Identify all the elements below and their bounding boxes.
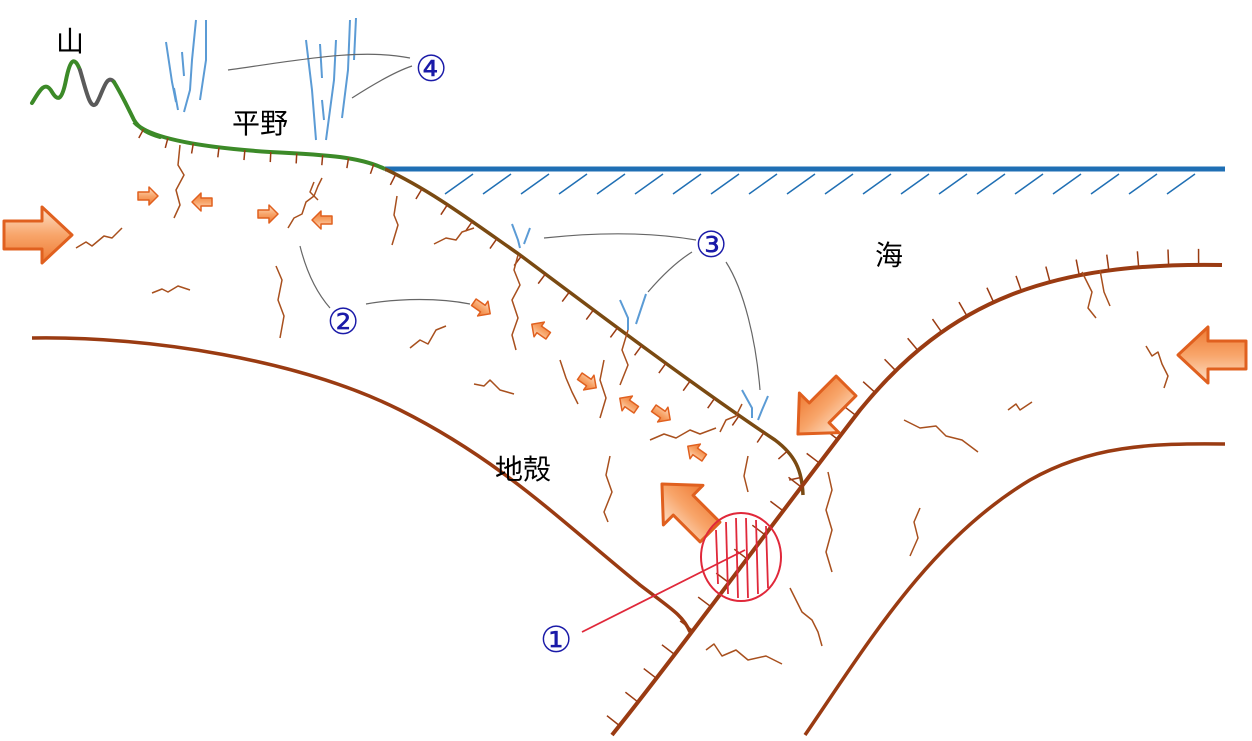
sea-hatch-line <box>597 174 625 194</box>
surface-tick <box>662 645 675 655</box>
sea-hatch-line <box>445 174 473 194</box>
compression-arrows-large <box>4 207 1246 552</box>
surface-tick <box>607 716 620 726</box>
surface-tick <box>708 398 715 408</box>
surface-tick <box>270 152 271 162</box>
surface-tick <box>770 501 783 511</box>
surface-tick <box>625 692 638 702</box>
sea-hatch-line <box>483 174 511 194</box>
sea-hatch-line <box>939 174 967 194</box>
surface-ticks <box>139 129 1199 725</box>
surface-tick <box>932 319 941 332</box>
sea-hatch-line <box>749 174 777 194</box>
surface-tick <box>610 328 617 338</box>
surface-tick <box>1168 250 1169 266</box>
surface-tick <box>659 363 666 373</box>
surface-tick <box>644 669 657 679</box>
surface-tick <box>1046 267 1050 282</box>
label-crust: 地殻 <box>495 448 551 488</box>
sea-hatch-line <box>901 174 929 194</box>
sea-hatch-line <box>1167 174 1195 194</box>
sea-hatch-line <box>673 174 701 194</box>
surface-tick <box>752 525 765 535</box>
sea-hatch-line <box>1015 174 1043 194</box>
surface-tick <box>807 453 820 463</box>
surface-tick <box>562 292 569 302</box>
leader-lines <box>228 54 760 390</box>
surface-tick <box>757 433 764 443</box>
surface-tick <box>778 451 787 459</box>
sea-hatch-line <box>863 174 891 194</box>
sea-hatch-line <box>711 174 739 194</box>
surface-tick <box>296 153 297 163</box>
surface-tick <box>1016 276 1021 291</box>
surface-tick <box>441 205 448 215</box>
surface-tick <box>390 174 395 185</box>
surface-tick <box>698 597 711 607</box>
marker-1: ① <box>540 623 572 659</box>
sea-hatch-line <box>1053 174 1081 194</box>
sea-hatch-line <box>521 174 549 194</box>
surface-tick <box>863 382 875 393</box>
oceanic-plate-lower <box>805 444 1225 735</box>
sea-hatch-line <box>825 174 853 194</box>
oceanic-plate-upper <box>612 265 1222 735</box>
focus-circle <box>701 513 781 601</box>
sea-hatch-line <box>977 174 1005 194</box>
sea-hatch-line <box>787 174 815 194</box>
marker-3: ③ <box>695 228 727 264</box>
sea-surface <box>385 169 1225 194</box>
surface-tick <box>1137 251 1138 267</box>
surface-tick <box>490 239 497 249</box>
surface-tick <box>586 310 593 320</box>
marker-4: ④ <box>415 52 447 88</box>
surface-tick <box>322 155 323 165</box>
surface-tick <box>908 338 918 350</box>
sea-hatch-line <box>559 174 587 194</box>
sea-hatch-line <box>635 174 663 194</box>
surface-tick <box>1107 255 1109 271</box>
surface-tick <box>538 274 545 284</box>
sea-hatch-line <box>1129 174 1157 194</box>
surface-tick <box>1076 260 1079 276</box>
marker-2: ② <box>327 305 359 341</box>
surface-tick <box>244 150 245 160</box>
surface-tick <box>635 346 642 356</box>
surface-tick <box>885 359 896 370</box>
sea-hatch-line <box>1091 174 1119 194</box>
surface-tick <box>987 288 994 303</box>
label-mountain: 山 <box>56 20 84 60</box>
continental-slope <box>385 169 803 495</box>
surface-tick <box>416 189 422 199</box>
label-sea: 海 <box>875 234 903 274</box>
label-plain: 平野 <box>232 102 288 142</box>
surface-tick <box>683 381 690 391</box>
surface-tick <box>959 302 967 316</box>
surface-tick <box>139 129 144 138</box>
